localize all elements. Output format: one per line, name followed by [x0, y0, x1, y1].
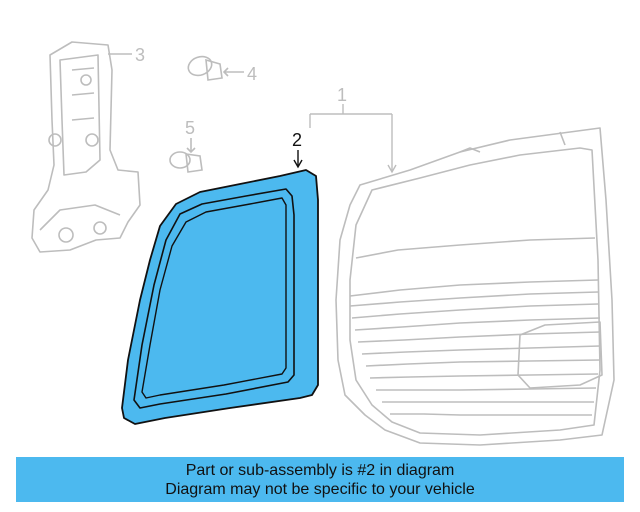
bulb-5-part	[169, 138, 203, 173]
tail-lamp-assembly-part	[335, 127, 615, 446]
callout-2-leader	[293, 150, 303, 169]
bulb-4-part	[187, 55, 244, 81]
caption-line-1: Part or sub-assembly is #2 in diagram	[185, 462, 455, 479]
callout-1-leader	[309, 104, 397, 174]
callout-1: 1	[337, 85, 347, 105]
parts-diagram: 3 4 5	[31, 41, 615, 446]
caption-line-2: Diagram may not be specific to your vehi…	[165, 481, 475, 498]
gasket-part-highlighted	[121, 169, 319, 425]
caption-banner: Part or sub-assembly is #2 in diagram Di…	[16, 457, 624, 502]
socket-bracket-part	[31, 41, 141, 253]
callout-5: 5	[185, 118, 195, 138]
callout-2: 2	[292, 130, 302, 150]
callout-3: 3	[135, 45, 145, 65]
callout-4: 4	[247, 64, 257, 84]
